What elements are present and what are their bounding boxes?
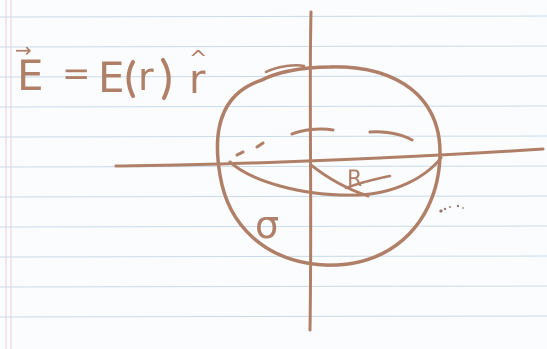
right-paren-icon <box>161 58 171 100</box>
field-equation: E → = E r r ^ <box>15 38 207 103</box>
hat-icon: ^ <box>189 47 207 72</box>
equation-function: E <box>98 53 125 102</box>
stray-marks <box>439 204 464 213</box>
equation-lhs: E <box>17 51 44 100</box>
radius-label: R <box>347 167 362 192</box>
vector-arrow-icon: → <box>15 38 32 62</box>
equator-front <box>228 156 443 197</box>
unit-vector-r: r <box>189 57 206 103</box>
equation-equals: = <box>62 54 91 94</box>
equator-back-dashes <box>235 127 414 157</box>
sigma-label: σ <box>255 203 279 247</box>
left-paren-icon <box>126 60 135 98</box>
vertical-axis <box>308 10 313 332</box>
sphere-outline <box>215 65 442 267</box>
horizontal-axis <box>114 147 545 168</box>
radius-line <box>309 163 370 198</box>
margin-lines <box>5 0 12 349</box>
ruled-lines <box>0 15 547 318</box>
equation-argument: r <box>138 55 154 99</box>
sphere-top-stroke <box>264 64 306 74</box>
radius-underline <box>344 174 392 190</box>
